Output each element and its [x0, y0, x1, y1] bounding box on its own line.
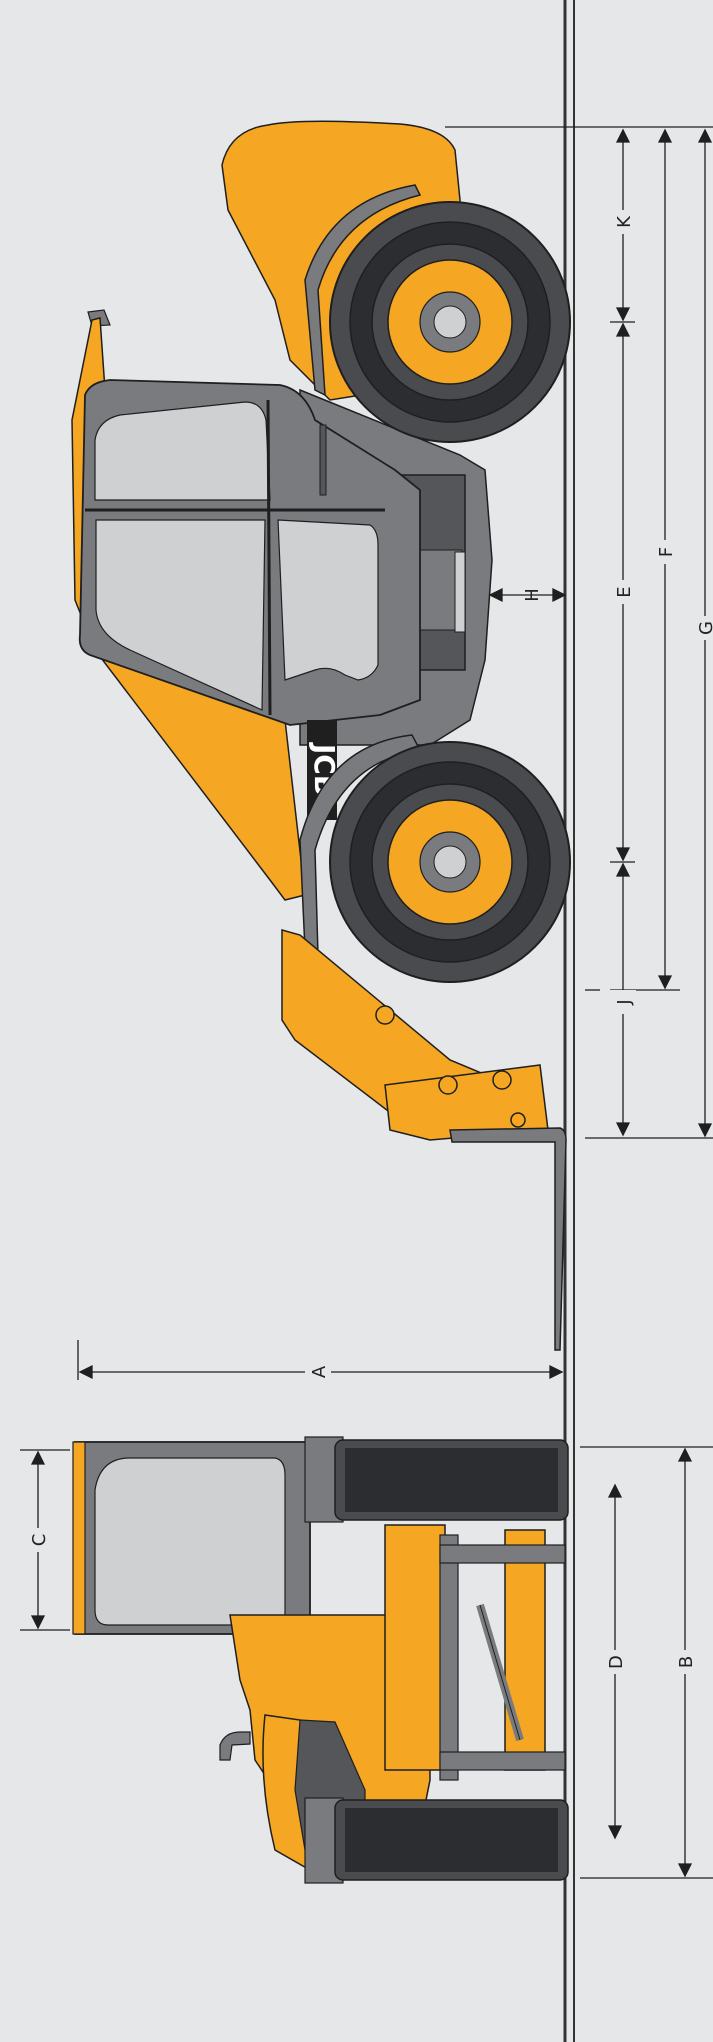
cab-front-yellow — [72, 1441, 86, 1635]
dim-label-h: H — [522, 588, 543, 602]
dim-label-j: J — [614, 999, 635, 1005]
dim-label-c: C — [29, 1534, 50, 1547]
dim-label-d: D — [606, 1655, 627, 1669]
rear-wheel — [329, 201, 571, 443]
front-exhaust — [219, 1731, 251, 1761]
front-right-tyre — [304, 1797, 569, 1884]
cab-glass-upper — [94, 401, 271, 501]
dimension-lines — [20, 126, 713, 1879]
dim-label-e: E — [614, 586, 635, 597]
step-rung — [454, 551, 466, 633]
dim-label-b: B — [676, 1656, 697, 1668]
fork-carriage-bottom — [439, 1751, 566, 1771]
rear-mudguard — [304, 184, 422, 397]
dim-label-k: K — [614, 215, 635, 228]
front-wheel — [329, 741, 571, 983]
dim-label-g: G — [696, 621, 713, 635]
dim-label-f: F — [656, 547, 677, 557]
mast-right — [504, 1529, 546, 1771]
mast-center — [439, 1534, 459, 1781]
side-view: JCB — [71, 120, 571, 1351]
front-view — [72, 1436, 569, 1884]
dim-label-a: A — [309, 1365, 330, 1378]
cab-handle — [319, 424, 327, 496]
dimension-labels: K E J F G H A C D B — [25, 210, 713, 1674]
cab-front-glass — [94, 1457, 286, 1626]
forks — [449, 1127, 567, 1351]
cab-glass-door — [277, 519, 379, 681]
mast-left — [384, 1524, 446, 1771]
cab-glass-front — [95, 519, 266, 711]
fork-carriage-top — [439, 1544, 566, 1564]
front-left-tyre — [304, 1436, 569, 1523]
